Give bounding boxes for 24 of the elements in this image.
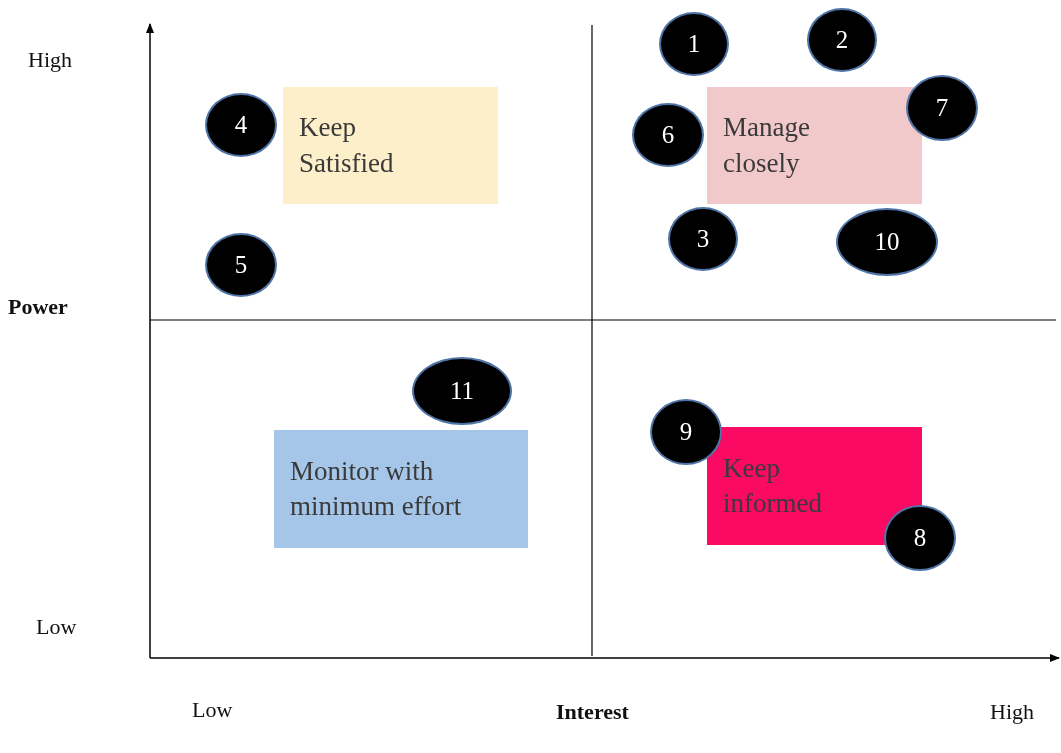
marker-number: 2 [835, 26, 849, 54]
marker-number: 1 [687, 30, 701, 58]
marker-number: 11 [449, 377, 475, 405]
marker-number: 5 [234, 251, 248, 279]
quadrant-box [274, 430, 528, 548]
axis-title: Power [8, 294, 68, 320]
axis-value-label: Low [192, 697, 233, 723]
axis-value-label: High [28, 47, 72, 73]
marker-number: 7 [935, 94, 949, 122]
marker-number: 3 [696, 225, 710, 253]
axis-value-label: High [990, 699, 1034, 725]
quadrant-label: Monitor with minimum effort [290, 454, 463, 523]
marker-number: 10 [874, 228, 900, 256]
marker-number: 6 [661, 121, 675, 149]
marker-number: 4 [234, 111, 248, 139]
quadrant-label: Manage closely [723, 111, 811, 180]
quadrant-label: Keep Satisfied [299, 111, 395, 180]
quadrant-label: Keep informed [723, 451, 823, 520]
marker-number: 8 [913, 524, 927, 552]
marker-number: 9 [679, 418, 693, 446]
axis-title: Interest [556, 699, 629, 725]
quadrant-box [283, 87, 498, 204]
axis-value-label: Low [36, 614, 77, 640]
quadrant-box [707, 87, 922, 204]
